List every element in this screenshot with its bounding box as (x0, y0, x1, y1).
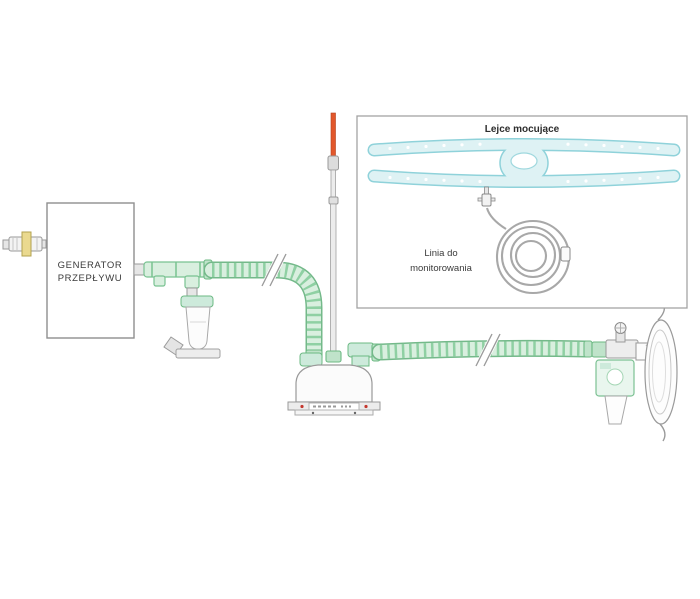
pressure-relief-line (325, 112, 342, 363)
strap-holes (388, 142, 660, 184)
corrugated-hose-left (203, 251, 323, 361)
valve-assembly (591, 322, 651, 361)
luer-connector (481, 193, 492, 207)
mask-seal (644, 319, 678, 425)
monitoring-label-line2: monitorowania (410, 263, 472, 274)
strap-center-hole (510, 152, 538, 170)
manifold-device (287, 342, 381, 416)
coil-clip (560, 246, 571, 262)
generator-label-line2: PRZEPŁYWU (58, 273, 123, 284)
hose-break-symbol-left (261, 251, 287, 289)
patient-mask (595, 304, 678, 442)
oxygen-inlet-fitting (2, 231, 47, 257)
monitoring-label-line1: Linia do (424, 248, 457, 259)
generator-label-line1: GENERATOR (58, 260, 123, 271)
hose-break-symbol-right (475, 331, 501, 369)
inset-panel: Lejce mocujące Linia do monitorowania (356, 115, 688, 309)
orange-tip (330, 112, 336, 159)
tee-tubing-assembly (133, 259, 213, 298)
headgear-strap (367, 138, 681, 188)
flow-generator: GENERATOR PRZEPŁYWU (46, 202, 135, 339)
headgear-label: Lejce mocujące (485, 124, 560, 135)
nebulizer-chamber (163, 295, 221, 359)
corrugated-hose-right (371, 331, 595, 369)
monitoring-line-coil (477, 186, 571, 295)
